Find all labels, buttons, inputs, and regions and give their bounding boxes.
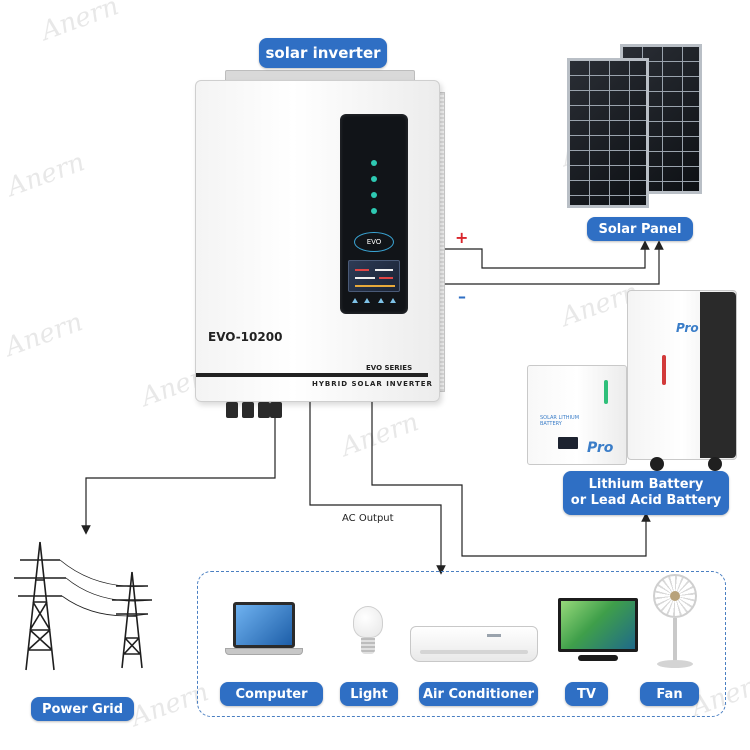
solar-panel-label: Solar Panel: [587, 217, 693, 241]
power-grid-label: Power Grid: [31, 697, 134, 721]
fan-hub: [670, 591, 680, 601]
inverter-type: HYBRID SOLAR INVERTER: [312, 380, 433, 388]
wall-battery-screen: [558, 437, 578, 449]
ac-output-wire: [309, 402, 446, 575]
battery-label-line1: Lithium Battery: [588, 477, 704, 492]
tv-icon: [558, 598, 638, 652]
tall-battery-side-panel: [700, 292, 736, 458]
power-grid-towers: [14, 541, 153, 671]
panel-logo: EVO: [354, 232, 394, 252]
tall-battery-indicator: [662, 355, 666, 385]
dc-connector-icon: [270, 402, 282, 418]
wall-battery-indicator: [604, 380, 608, 404]
appliance-group: [197, 571, 726, 717]
wall-battery-label: SOLAR LITHIUM BATTERY: [540, 415, 580, 427]
solar-inverter-label: solar inverter: [259, 38, 387, 68]
inverter-series: EVO SERIES: [366, 364, 413, 372]
dc-connector-icon: [226, 402, 238, 418]
tv-stand: [578, 655, 618, 661]
appliance-label-light: Light: [340, 682, 398, 706]
appliance-label-air-conditioner: Air Conditioner: [419, 682, 538, 706]
appliance-label-tv: TV: [565, 682, 608, 706]
dc-connector-icon: [258, 402, 270, 418]
battery-label: Lithium Battery or Lead Acid Battery: [563, 471, 729, 515]
status-led-icon: [371, 160, 377, 166]
light-bulb-icon: [353, 606, 383, 638]
inverter-stripe: [196, 373, 428, 377]
battery-pro-tag: Pro: [587, 440, 614, 456]
battery-pro-tag: Pro: [676, 321, 699, 335]
air-conditioner-icon: [410, 626, 538, 662]
panel-button-icon: [364, 298, 370, 303]
inverter-model: EVO-10200: [208, 330, 283, 344]
status-led-icon: [371, 176, 377, 182]
battery-wheel-icon: [650, 457, 664, 471]
ac-output-label: AC Output: [342, 513, 394, 524]
appliance-label-computer: Computer: [220, 682, 323, 706]
fan-pole: [673, 618, 677, 662]
solar-negative-wire: [444, 240, 664, 285]
laptop-base: [225, 648, 303, 655]
negative-terminal-mark: –: [458, 287, 466, 306]
panel-button-icon: [378, 298, 384, 303]
light-bulb-base: [361, 638, 375, 654]
fan-base: [657, 660, 693, 668]
transmission-tower-icon: [14, 541, 66, 671]
power-line: [59, 559, 153, 617]
laptop-icon: [233, 602, 295, 648]
solar-positive-wire: [444, 240, 650, 269]
lcd-display: [348, 260, 400, 292]
air-conditioner-logo: [487, 634, 501, 637]
grid-wire: [81, 407, 280, 535]
air-conditioner-vent: [420, 650, 528, 654]
inverter-control-panel: EVO: [340, 114, 408, 314]
battery-label-line2: or Lead Acid Battery: [570, 493, 722, 508]
battery-wire: [371, 402, 651, 557]
appliance-label-fan: Fan: [640, 682, 699, 706]
solar-panel-image: [567, 58, 649, 208]
panel-button-icon: [390, 298, 396, 303]
status-led-icon: [371, 192, 377, 198]
status-led-icon: [371, 208, 377, 214]
battery-wheel-icon: [708, 457, 722, 471]
positive-terminal-mark: +: [455, 228, 469, 247]
panel-button-icon: [352, 298, 358, 303]
dc-connector-icon: [242, 402, 254, 418]
